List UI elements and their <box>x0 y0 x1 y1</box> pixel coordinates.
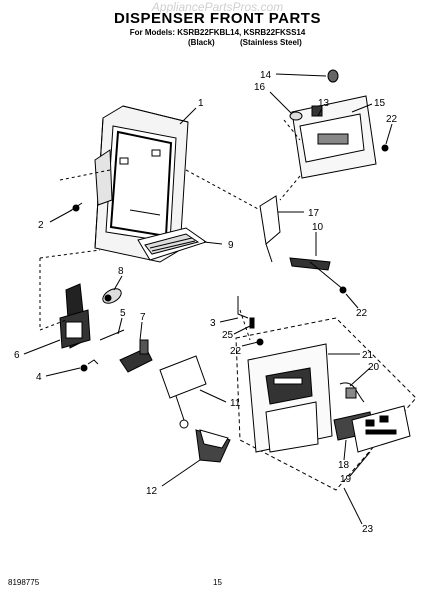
callout-2: 2 <box>38 220 44 231</box>
callout-11: 11 <box>230 398 241 409</box>
part-12-funnel <box>195 429 231 463</box>
part-17-bracket <box>259 195 281 263</box>
part-8-actuator <box>102 288 122 304</box>
part-22-screw-mid <box>339 286 347 294</box>
part-11-lever <box>159 355 207 429</box>
callout-9: 9 <box>228 240 234 251</box>
callout-labels: 1 2 9 8 6 5 7 4 11 12 14 16 13 15 22 17 … <box>14 70 398 535</box>
variant-black: (Black) <box>188 38 215 47</box>
callout-10: 10 <box>312 222 324 233</box>
callout-4: 4 <box>36 372 42 383</box>
part-2-screw <box>69 202 83 212</box>
part-13-socket <box>311 105 323 117</box>
callout-23: 23 <box>362 524 374 535</box>
callout-22-mid: 22 <box>356 308 368 319</box>
callout-21: 21 <box>362 350 374 361</box>
part-5-rod <box>99 329 125 341</box>
page-number: 15 <box>213 578 222 587</box>
callout-12: 12 <box>146 486 158 497</box>
part-6-module <box>59 283 91 349</box>
callout-7: 7 <box>140 312 146 323</box>
part-19-overlay <box>351 405 411 453</box>
callout-15: 15 <box>374 98 386 109</box>
callout-20: 20 <box>368 362 380 373</box>
part-22-screw-upper <box>381 144 389 152</box>
callout-16: 16 <box>254 82 266 93</box>
part-7-switch <box>119 339 153 373</box>
callout-8: 8 <box>118 266 124 277</box>
part-3-bracket <box>237 296 249 319</box>
part-1-housing <box>94 105 189 263</box>
callout-3: 3 <box>210 318 216 329</box>
callout-19: 19 <box>340 474 352 485</box>
callout-22-lower: 22 <box>230 346 242 357</box>
callout-5: 5 <box>120 308 126 319</box>
document-number: 8198775 <box>8 578 40 587</box>
part-14-light <box>327 69 339 83</box>
part-20-wiring <box>339 382 365 403</box>
callout-22-upper: 22 <box>386 114 398 125</box>
part-4-clip <box>80 359 99 372</box>
assembly-lines <box>39 119 301 341</box>
part-16-bulb <box>289 111 303 121</box>
part-21-front-panel <box>247 343 333 453</box>
callout-1: 1 <box>198 98 204 109</box>
models-line: For Models: KSRB22FKBL14, KSRB22FKSS14 <box>129 28 306 37</box>
callout-13: 13 <box>318 98 330 109</box>
variant-stainless: (Stainless Steel) <box>240 38 302 47</box>
callout-17: 17 <box>308 208 320 219</box>
part-25-pin <box>249 317 255 329</box>
page-title: DISPENSER FRONT PARTS <box>114 10 321 27</box>
part-10-linkage <box>289 257 345 291</box>
callout-25: 25 <box>222 330 234 341</box>
part-15-upper-assembly <box>291 95 377 179</box>
callout-18: 18 <box>338 460 350 471</box>
watermark: AppliancePartsPros.com <box>151 0 284 14</box>
leader-lines <box>23 73 393 525</box>
callout-6: 6 <box>14 350 20 361</box>
callout-14: 14 <box>260 70 272 81</box>
